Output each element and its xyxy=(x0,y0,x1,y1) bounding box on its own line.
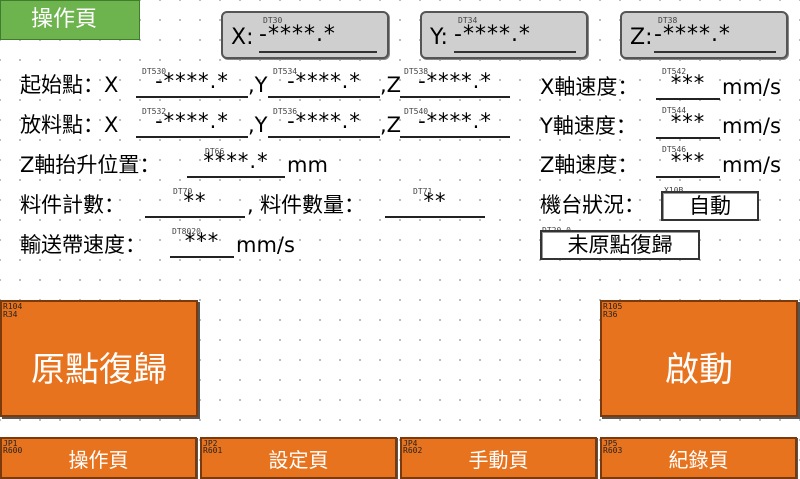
y-speed-unit: mm/s xyxy=(722,114,781,138)
nav-record-tag1: JP5 xyxy=(603,439,618,448)
nav-manual-label: 手動頁 xyxy=(468,448,529,472)
x-coord-box: X: DT30 -****.* xyxy=(221,11,389,59)
start-sep-y: ,Y xyxy=(248,73,268,97)
nav-manual-page[interactable]: JP4 R602 手動頁 xyxy=(400,437,597,479)
y-speed-tag: DT544 xyxy=(662,106,687,115)
start-z-value: -****.* xyxy=(400,68,510,98)
z-lift-unit: mm xyxy=(287,153,328,177)
nav-operation-page[interactable]: JP1 R600 操作頁 xyxy=(0,437,197,479)
conveyor-speed-label: 輸送帶速度： xyxy=(20,233,146,257)
start-sep-z: ,Z xyxy=(380,73,402,97)
z-coord-label: Z: xyxy=(630,25,653,50)
home-status-value: 未原點復歸 xyxy=(540,230,700,260)
nav-operation-tag1: JP1 xyxy=(3,439,18,448)
place-y-value: -****.* xyxy=(268,108,380,138)
x-coord-tag: DT30 xyxy=(263,16,283,25)
start-x-value: -****.* xyxy=(136,68,248,98)
home-return-button[interactable]: R104 R34 原點復歸 xyxy=(0,300,198,417)
start-y-value: -****.* xyxy=(268,68,380,98)
conveyor-speed-unit: mm/s xyxy=(236,233,295,257)
z-coord-value: -****.* xyxy=(654,21,776,53)
start-y-tag: DT534 xyxy=(273,67,298,76)
place-sep-y: ,Y xyxy=(248,113,268,137)
nav-record-label: 紀錄頁 xyxy=(668,448,729,472)
z-coord-box: Z: DT38 -****.* xyxy=(620,11,788,59)
start-x-tag: DT530 xyxy=(142,67,167,76)
z-speed-tag: DT546 xyxy=(662,145,687,154)
z-speed-value: *** xyxy=(656,148,720,178)
y-speed-label: Y軸速度： xyxy=(540,114,637,138)
z-speed-label: Z軸速度： xyxy=(540,153,639,177)
start-z-tag: DT538 xyxy=(404,67,429,76)
part-count-tag: DT70 xyxy=(173,187,193,196)
place-x-value: -****.* xyxy=(136,108,248,138)
machine-status-tag: X10B xyxy=(664,186,683,195)
x-speed-value: *** xyxy=(656,70,720,100)
home-return-label: 原點復歸 xyxy=(31,350,167,390)
x-speed-tag: DT542 xyxy=(662,67,687,76)
home-return-tag1: R104 xyxy=(3,302,23,311)
conveyor-speed-tag: DT8020 xyxy=(172,227,201,236)
part-count-sep: , xyxy=(247,193,254,217)
x-speed-label: X軸速度： xyxy=(540,75,639,99)
nav-manual-tag1: JP4 xyxy=(403,439,418,448)
nav-settings-tag2: R601 xyxy=(203,446,223,455)
machine-status-label: 機台狀況： xyxy=(540,193,645,217)
y-coord-box: Y: DT34 -****.* xyxy=(420,11,588,59)
part-count-label: 料件計數： xyxy=(20,193,125,217)
x-coord-value: -****.* xyxy=(259,21,377,53)
place-point-label: 放料點：X xyxy=(20,113,119,137)
part-count-value: ** xyxy=(145,188,245,218)
home-return-tag2: R34 xyxy=(3,310,18,319)
x-coord-label: X: xyxy=(231,25,254,50)
start-button[interactable]: R105 R36 啟動 xyxy=(600,300,798,417)
place-y-tag: DT536 xyxy=(273,107,298,116)
place-z-tag: DT540 xyxy=(404,107,429,116)
machine-status-value: 自動 xyxy=(661,191,759,221)
place-x-tag: DT532 xyxy=(142,107,167,116)
nav-operation-tag2: R600 xyxy=(3,446,23,455)
place-sep-z: ,Z xyxy=(380,113,402,137)
nav-operation-label: 操作頁 xyxy=(68,448,129,472)
nav-settings-page[interactable]: JP2 R601 設定頁 xyxy=(200,437,397,479)
nav-record-tag2: R603 xyxy=(603,446,623,455)
conveyor-speed-value: *** xyxy=(170,228,234,258)
z-lift-tag: DT66 xyxy=(205,147,225,156)
page-title-tab: 操作頁 xyxy=(0,0,140,40)
z-speed-unit: mm/s xyxy=(722,153,781,177)
start-tag2: R36 xyxy=(603,310,618,319)
start-point-label: 起始點：X xyxy=(20,73,119,97)
start-tag1: R105 xyxy=(603,302,623,311)
y-coord-tag: DT34 xyxy=(458,16,478,25)
start-label: 啟動 xyxy=(665,350,733,390)
nav-settings-label: 設定頁 xyxy=(268,448,329,472)
x-speed-unit: mm/s xyxy=(722,75,781,99)
part-qty-label: 料件數量： xyxy=(260,193,365,217)
z-coord-tag: DT38 xyxy=(658,16,678,25)
y-speed-value: *** xyxy=(656,109,720,139)
nav-record-page[interactable]: JP5 R603 紀錄頁 xyxy=(600,437,797,479)
part-qty-value: ** xyxy=(385,188,485,218)
nav-manual-tag2: R602 xyxy=(403,446,423,455)
place-z-value: -****.* xyxy=(400,108,510,138)
z-lift-label: Z軸抬升位置： xyxy=(20,153,161,177)
z-lift-value: ****.* xyxy=(187,148,285,178)
y-coord-value: -****.* xyxy=(454,21,576,53)
y-coord-label: Y: xyxy=(430,25,448,50)
nav-settings-tag1: JP2 xyxy=(203,439,218,448)
part-qty-tag: DT71 xyxy=(413,187,433,196)
